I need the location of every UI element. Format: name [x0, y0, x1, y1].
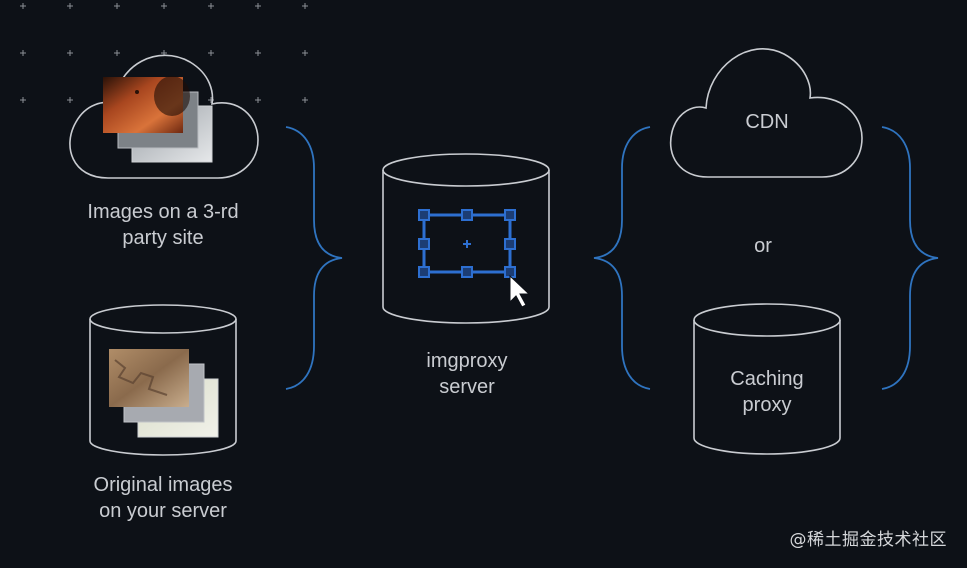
third-party-label-line1: Images on a 3-rd	[87, 201, 239, 223]
your-server-cylinder	[89, 304, 237, 456]
original-images-label: Original images on your server	[63, 472, 263, 524]
cdn-label: CDN	[745, 111, 789, 133]
right-open-brace	[593, 126, 651, 390]
third-party-cloud	[69, 54, 259, 179]
cdn-cloud	[669, 48, 863, 178]
third-party-label: Images on a 3-rd party site	[63, 199, 263, 251]
right-close-brace	[881, 126, 939, 390]
third-party-label-line2: party site	[122, 227, 204, 249]
caching-proxy-label: Caching proxy	[697, 366, 837, 418]
imgproxy-label-line2: server	[439, 376, 495, 398]
imgproxy-label-line1: imgproxy	[426, 350, 508, 372]
or-label: or	[754, 235, 772, 257]
original-images-icon	[109, 349, 219, 438]
grid-pattern	[20, 3, 308, 103]
crop-selection-icon	[418, 209, 516, 278]
caching-proxy-label-line1: Caching	[730, 368, 804, 390]
left-brace	[285, 126, 343, 390]
caching-proxy-label-line2: proxy	[742, 394, 792, 416]
original-images-label-line1: Original images	[93, 474, 233, 496]
watermark: @稀土掘金技术社区	[789, 530, 947, 550]
imgproxy-label: imgproxy server	[387, 348, 547, 400]
third-party-images-icon	[103, 76, 213, 163]
caching-proxy-cylinder	[693, 303, 841, 455]
imgproxy-cylinder	[382, 153, 550, 324]
mouse-cursor-icon	[509, 274, 531, 308]
original-images-label-line2: on your server	[99, 500, 227, 522]
